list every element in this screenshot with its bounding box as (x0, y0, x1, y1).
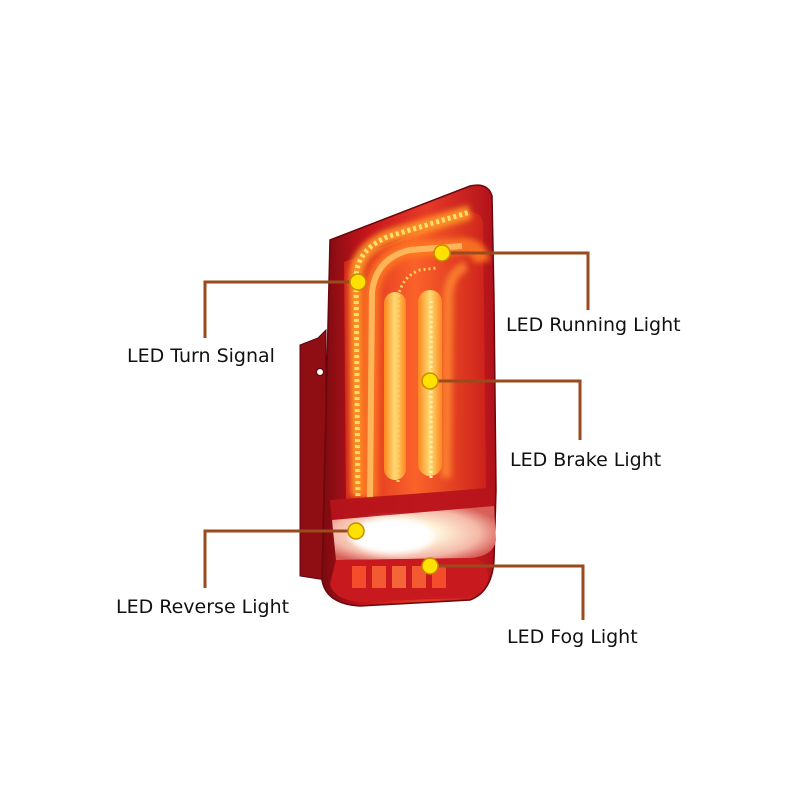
reverse-light-label: LED Reverse Light (116, 596, 290, 618)
mounting-flange (299, 328, 327, 581)
brake-light-marker (421, 372, 439, 390)
brake-light-label: LED Brake Light (510, 449, 662, 471)
turn-signal-leader (203, 280, 358, 338)
turn-signal-marker (349, 273, 367, 291)
leader-lines (203, 251, 590, 620)
turn-signal-label: LED Turn Signal (127, 345, 275, 367)
running-light-label: LED Running Light (506, 314, 681, 336)
callout-markers (347, 244, 451, 575)
tail-light-image (299, 184, 497, 607)
fog-lens (330, 558, 489, 602)
brake-light-leader (430, 379, 582, 440)
fog-light-marker (421, 557, 439, 575)
reverse-light-marker (347, 522, 365, 540)
reverse-hotspot (350, 518, 434, 554)
fog-light-leader (430, 564, 585, 620)
running-light-marker (433, 244, 451, 262)
running-light-leader (442, 251, 590, 310)
fog-led-row (352, 566, 446, 588)
fog-light-label: LED Fog Light (507, 626, 638, 648)
reverse-light-leader (203, 529, 356, 588)
mount-hole (316, 368, 324, 376)
